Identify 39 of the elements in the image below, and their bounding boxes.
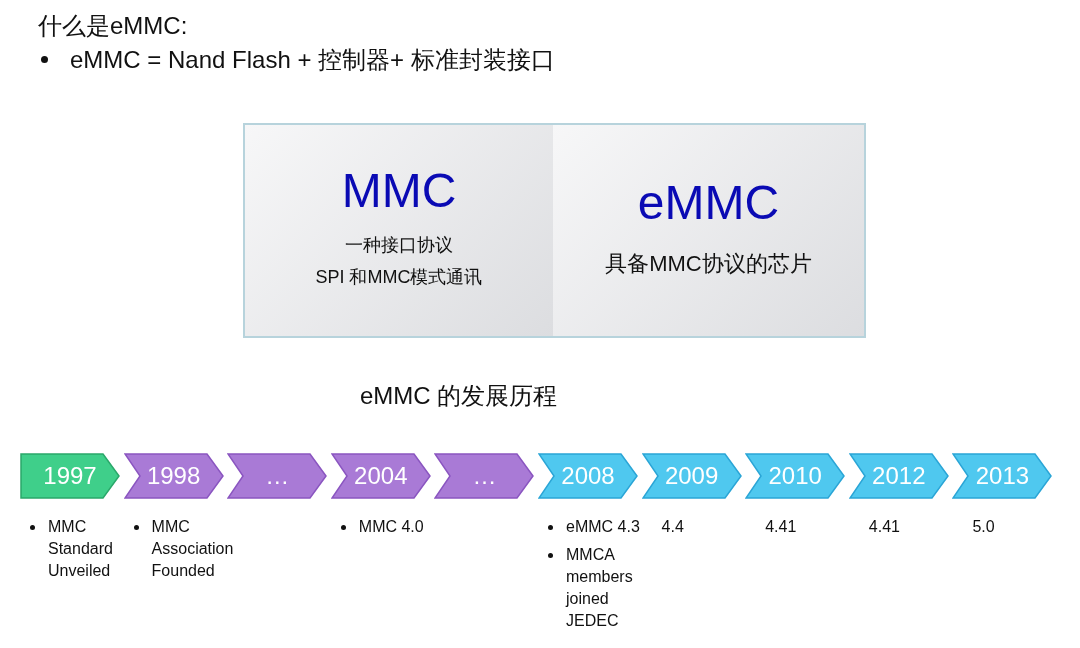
- year-banner: [227, 453, 328, 499]
- year-label: 2004: [354, 462, 408, 489]
- panel-heading: eMMC: [637, 175, 780, 230]
- year-banner: [538, 453, 638, 499]
- year-banner: [848, 453, 949, 499]
- year-label: …: [265, 462, 290, 489]
- year-banner: [641, 453, 742, 499]
- year-label: 1997: [43, 462, 97, 489]
- milestone-text: 4.41: [867, 517, 901, 537]
- year-banner: [745, 453, 846, 499]
- panel-text: 具备MMC协议的芯片: [605, 250, 812, 278]
- bullet-text: eMMC = Nand Flash + 控制器+ 标准封装接口: [38, 44, 555, 76]
- milestone-text: MMC 4.0: [338, 516, 439, 538]
- year-label: 1998: [146, 462, 201, 489]
- year-label: 2008: [561, 462, 615, 489]
- year-banner: [330, 453, 431, 499]
- milestone-text: 5.0: [971, 517, 996, 537]
- info-panel: [553, 123, 866, 338]
- info-panel: [243, 123, 555, 338]
- year-label: 2010: [768, 462, 822, 489]
- year-banner: [434, 453, 535, 499]
- year-label: 2009: [664, 462, 719, 489]
- slide-title: 什么是eMMC:: [38, 11, 188, 41]
- milestone-text: MMC Standard Unveiled: [28, 516, 128, 582]
- year-label: …: [472, 462, 497, 489]
- year-banner: [20, 453, 120, 499]
- milestone-text: MMC Association Founded: [131, 516, 232, 582]
- year-banner: [123, 453, 224, 499]
- panel-heading: MMC: [341, 163, 457, 218]
- year-banner: [952, 453, 1053, 499]
- milestone-text: 4.41: [764, 517, 798, 537]
- panel-text: SPI 和MMC模式通讯: [315, 266, 483, 289]
- year-label: 2013: [975, 462, 1030, 489]
- milestone-text: eMMC 4.3: [546, 516, 646, 538]
- milestone-text: MMCA members joined JEDEC: [546, 544, 646, 632]
- milestone-text: 4.4: [660, 517, 685, 537]
- panel-text: 一种接口协议: [345, 234, 453, 257]
- section-heading: eMMC 的发展历程: [360, 381, 558, 411]
- year-label: 2012: [872, 462, 926, 489]
